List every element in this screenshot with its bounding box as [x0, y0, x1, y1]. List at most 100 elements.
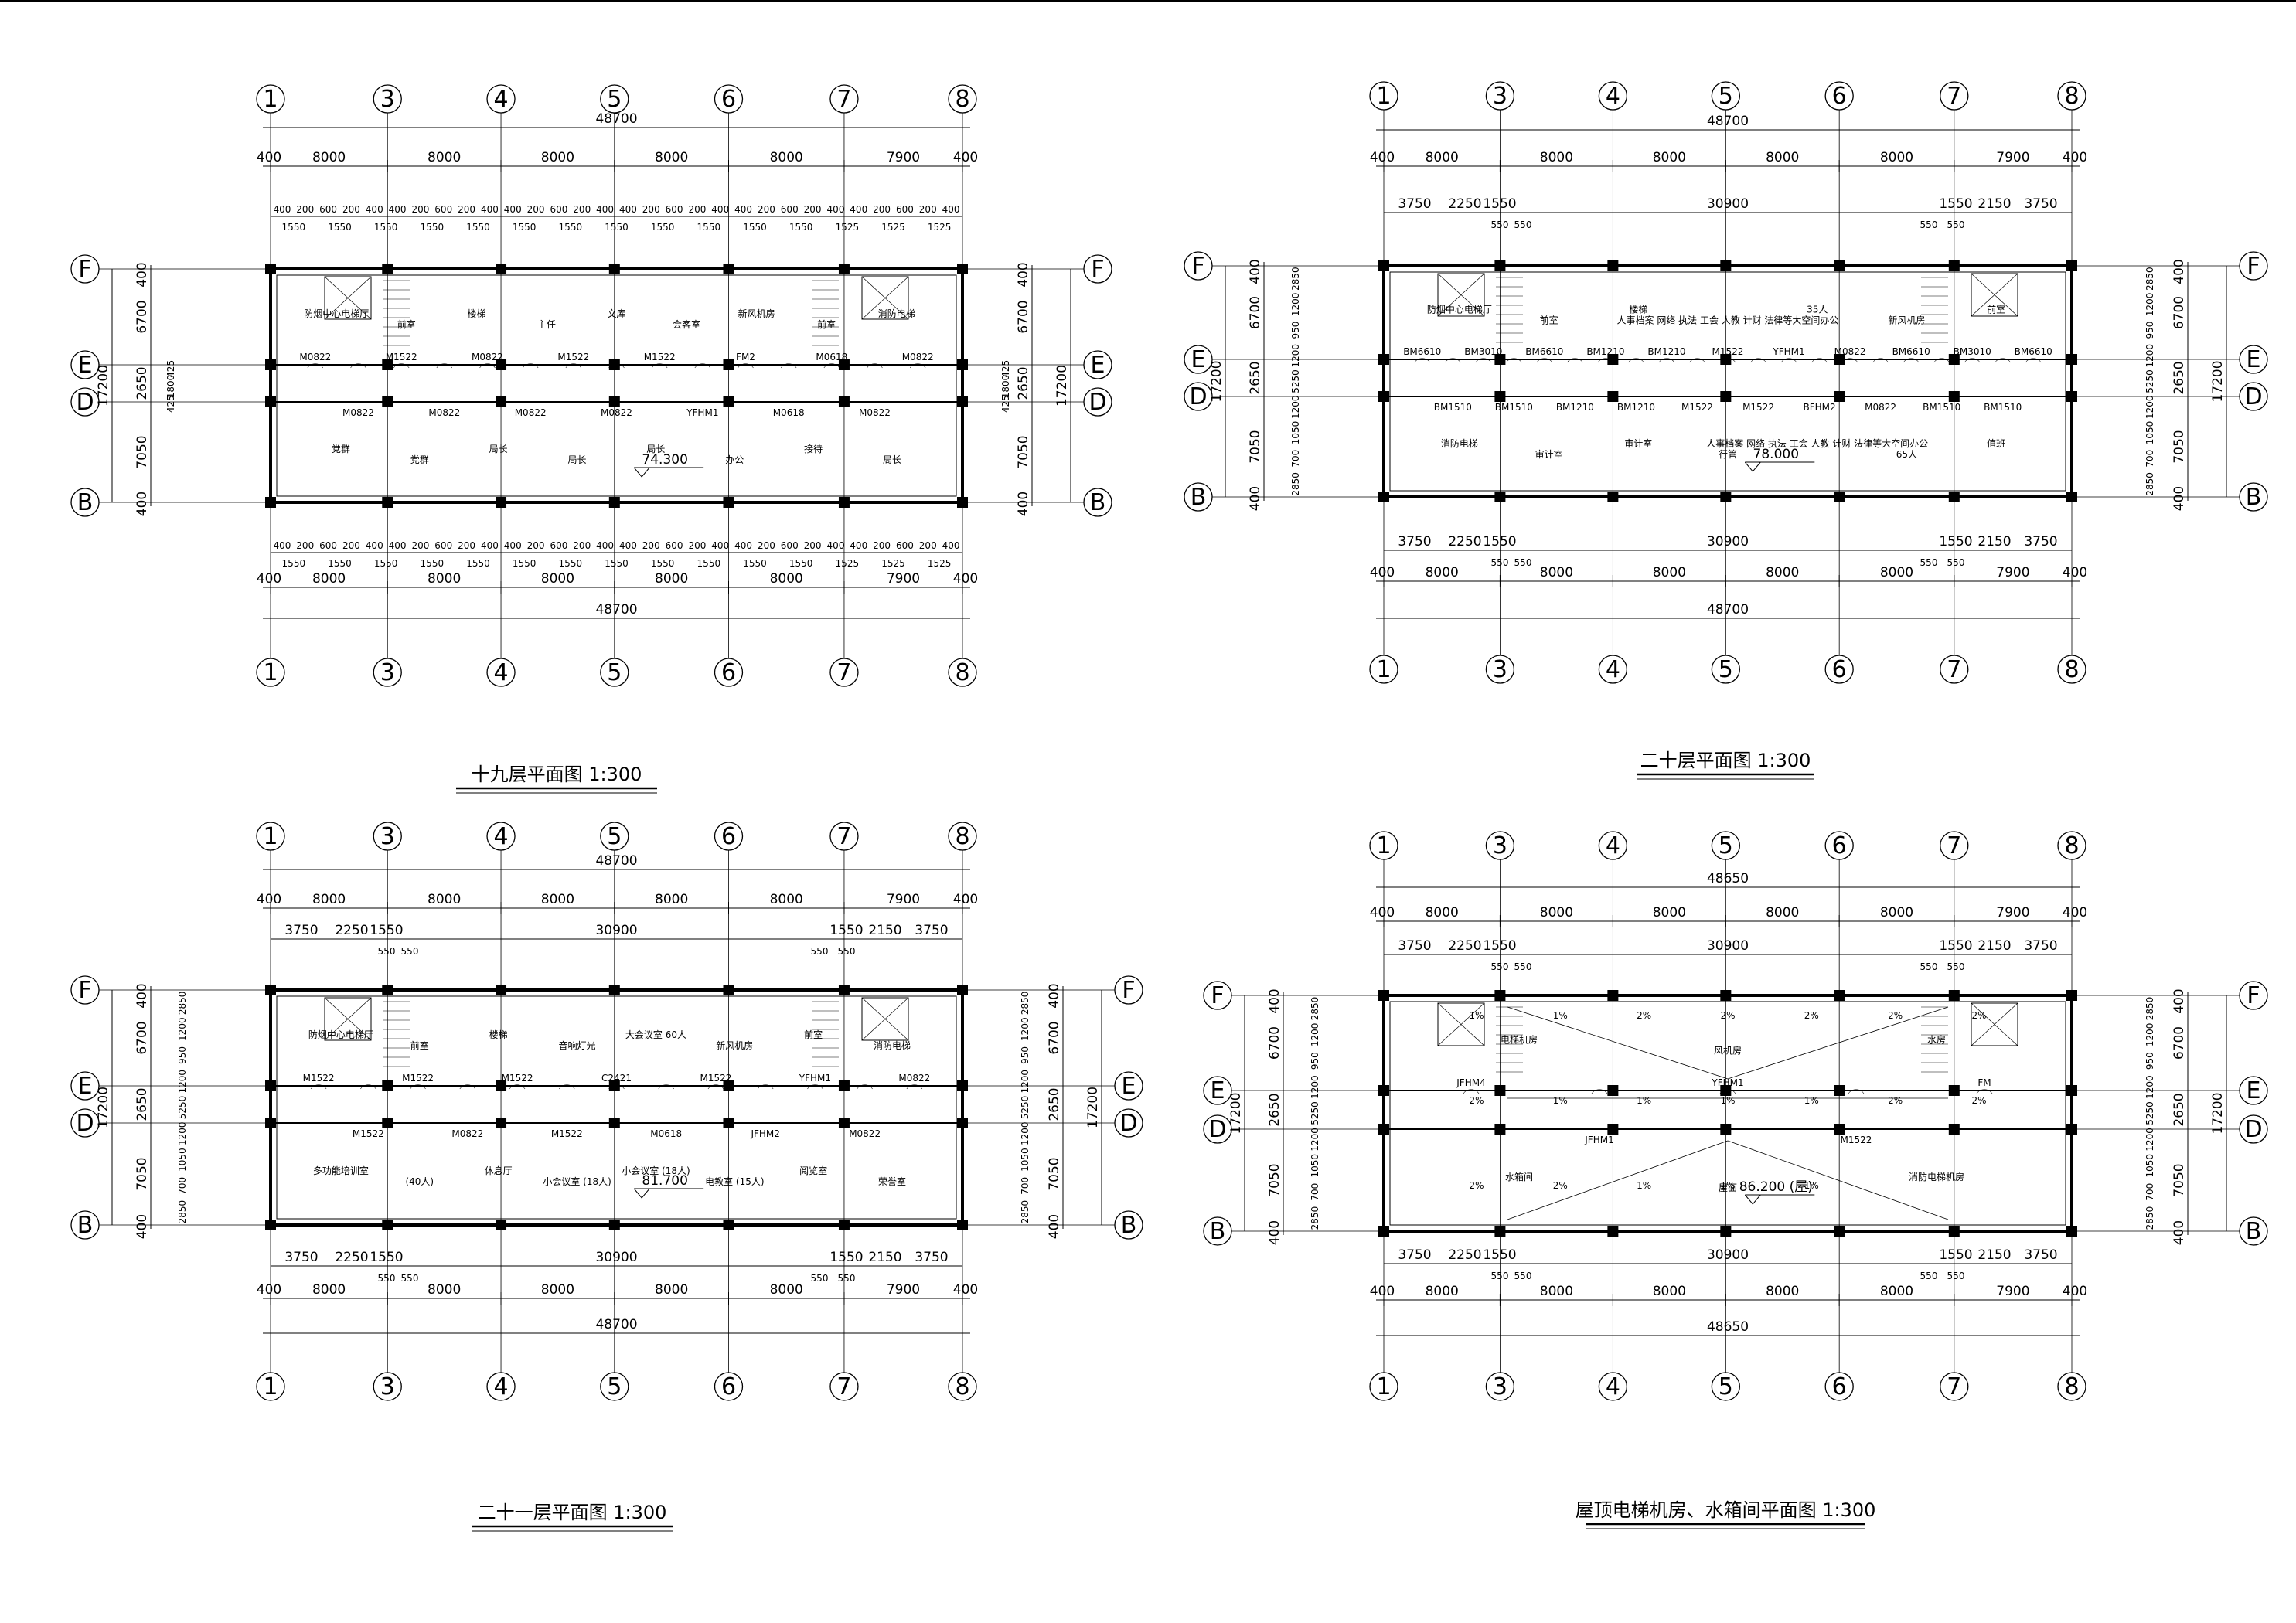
door-swing	[479, 363, 496, 369]
door-tag: M1522	[644, 352, 676, 362]
door-swing	[1995, 358, 2011, 363]
detail-dimension: 400	[273, 204, 291, 215]
mid-dimension: 3750	[2024, 1247, 2057, 1263]
slope-label: 2%	[1637, 1010, 1651, 1021]
grid-number: 8	[2064, 1373, 2079, 1400]
bay-dimension: 8000	[1426, 565, 1459, 580]
slope-label: 2%	[1804, 1010, 1819, 1021]
mid-sub-dimension: 550	[1920, 557, 1938, 568]
detail-dimension: 400	[481, 204, 499, 215]
grid-bubble	[600, 822, 629, 851]
row-bubble	[1083, 387, 1112, 417]
row-bubble	[70, 1071, 100, 1101]
overall-dimension: 48700	[1707, 114, 1749, 129]
room-label: 局长	[646, 444, 665, 454]
door-tag: M1522	[303, 1073, 335, 1084]
detail-dimension: 600	[319, 204, 337, 215]
side-dimension: 2650	[1267, 1093, 1283, 1126]
bay-dimension: 8000	[655, 1282, 688, 1298]
column	[723, 359, 734, 370]
door-swing	[1597, 358, 1614, 363]
grid-bubble	[256, 1372, 285, 1401]
room-label: 水房	[1927, 1034, 1946, 1046]
grid-number: 7	[836, 659, 851, 686]
door-swing	[707, 1084, 724, 1090]
column	[265, 264, 276, 274]
grid-number: 3	[380, 1373, 395, 1400]
door-swing	[1903, 358, 1920, 363]
grid-bubble	[1940, 81, 1969, 111]
room-label: 小会议室 (18人)	[543, 1176, 611, 1187]
row-letter: B	[2246, 484, 2262, 511]
door-tag: M1522	[402, 1073, 434, 1084]
grid-number: 4	[1606, 656, 1620, 683]
grid-bubble	[256, 658, 285, 687]
grid-bubble	[1369, 81, 1398, 111]
door-swing	[1567, 358, 1583, 363]
row-bubble	[2239, 1076, 2268, 1105]
room-label: 接待	[804, 443, 823, 454]
detail-dimension: 600	[781, 540, 799, 551]
door-swing	[738, 363, 754, 369]
row-bubble	[1203, 981, 1232, 1010]
door-tag: M1522	[557, 352, 589, 362]
column	[1948, 1085, 1960, 1096]
column	[1948, 990, 1960, 1001]
grid-bubble	[1824, 831, 1854, 860]
exterior-wall	[269, 267, 964, 504]
row-letter: F	[1091, 256, 1104, 283]
side-inner-dimension: 1050	[2144, 1154, 2155, 1178]
mid-dimension: 3750	[1398, 534, 1431, 550]
elevation-mark: 78.000	[1753, 447, 1799, 462]
door-tag: M0822	[299, 352, 331, 362]
mid-sub-dimension: 550	[1947, 557, 1965, 568]
column	[957, 264, 968, 274]
room-label: 防烟中心电梯厅	[304, 308, 369, 319]
room-label: 楼梯	[467, 308, 485, 319]
grid-number: 6	[1832, 832, 1847, 859]
door-swing	[509, 1084, 526, 1090]
elevation-mark: 86.200 (屋)	[1739, 1179, 1813, 1195]
plan-title: 屋顶电梯机房、水箱间平面图 1:300	[1576, 1499, 1876, 1521]
door-swing	[909, 363, 926, 369]
side-inner-dimension: 1200	[2144, 1023, 2155, 1047]
detail-dimension: 200	[758, 540, 775, 551]
room-label: 审计室	[1624, 437, 1652, 449]
side-inner-dimension: 950	[2144, 322, 2155, 339]
door-tag: M0822	[428, 407, 460, 418]
side-dimension: 400	[2172, 486, 2187, 511]
door-tag: M0822	[859, 407, 891, 418]
mid-dimension: 3750	[2024, 196, 2057, 212]
grid-bubble	[600, 84, 629, 114]
column	[1607, 391, 1619, 402]
side-dimension: 6700	[1016, 300, 1031, 333]
slope-label: 1%	[1553, 1010, 1568, 1021]
door-tag: M1522	[1742, 402, 1774, 413]
bay-dimension: 400	[257, 571, 281, 587]
grid-number: 6	[721, 659, 736, 686]
side-inner-dimension: 2850	[177, 992, 188, 1016]
slope-label: 1%	[1720, 1095, 1735, 1106]
mid-dimension: 3750	[284, 1250, 318, 1265]
detail-dimension: 200	[527, 540, 545, 551]
column	[957, 1080, 968, 1091]
column	[1948, 1124, 1960, 1135]
side-inner-dimension: 1200	[1020, 1122, 1030, 1146]
grid-bubble	[1940, 831, 1969, 860]
mid-sub-dimension: 550	[838, 1273, 856, 1284]
detail-dimension: 400	[942, 540, 960, 551]
room-label: 值班	[1987, 437, 2005, 449]
row-letter: D	[1208, 1116, 1226, 1143]
door-tag: M0618	[773, 407, 805, 418]
grid-number: 5	[607, 1373, 622, 1400]
bay-dimension: 8000	[1653, 150, 1686, 165]
exterior-wall	[1382, 264, 2073, 498]
detail-dimension: 200	[688, 204, 706, 215]
column	[1378, 1085, 1389, 1096]
grid-bubble	[1369, 1372, 1398, 1401]
room-label: 65人	[1896, 449, 1917, 460]
mid-dimension: 30900	[595, 923, 637, 938]
sub-dimension: 1550	[743, 222, 767, 233]
grid-bubble	[1485, 1372, 1515, 1401]
grid-bubble	[829, 658, 859, 687]
